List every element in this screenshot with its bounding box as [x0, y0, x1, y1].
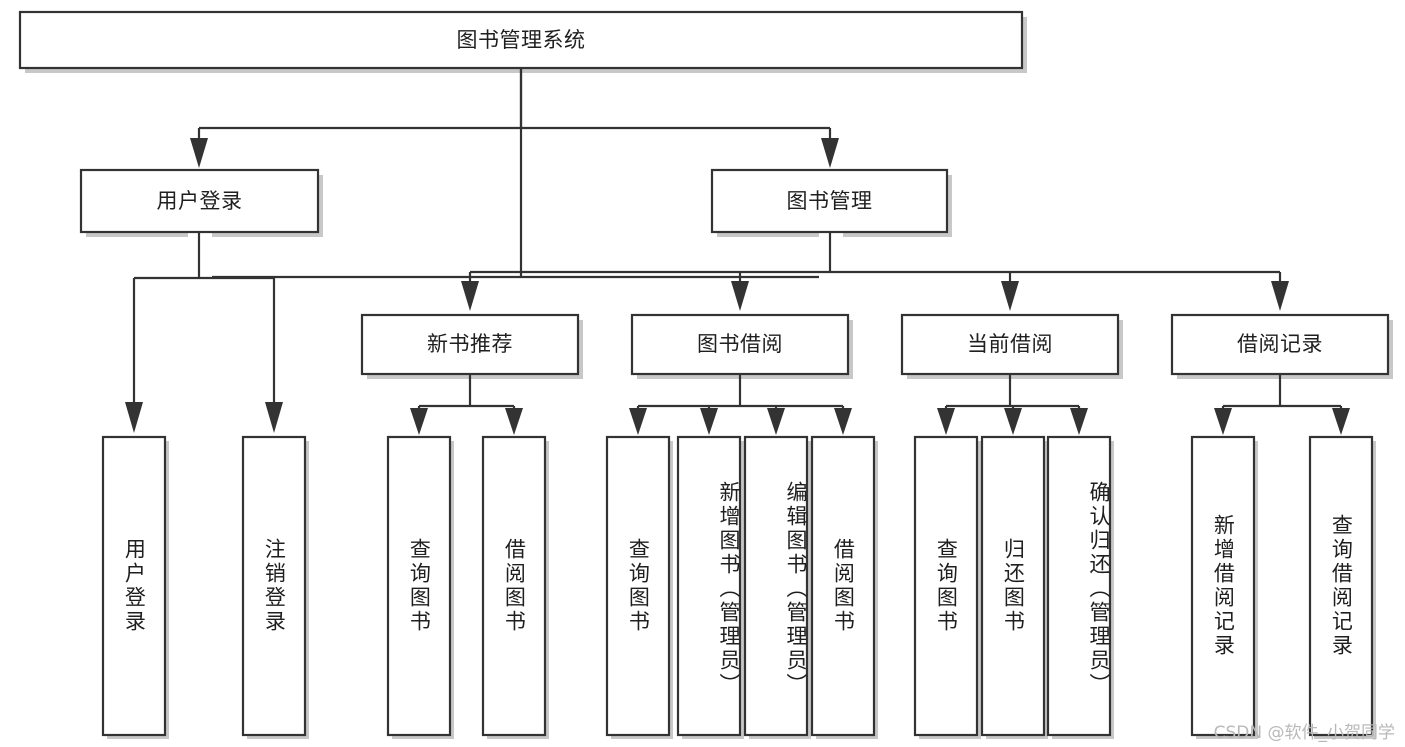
connector-currentborrow-to-leaves [937, 374, 1088, 435]
node-boxes [18, 10, 1390, 737]
connector-bookmanage-to-level3 [461, 232, 1289, 311]
node-user-login-box[interactable] [79, 168, 320, 234]
connector-newbook-to-leaves [410, 374, 523, 435]
node-leaf-edit-book-box[interactable] [743, 435, 809, 737]
csdn-watermark: CSDN @软件_小贺同学 [1213, 723, 1395, 743]
node-leaf-borrow-book-1-box[interactable] [481, 435, 547, 737]
node-book-manage-box[interactable] [710, 168, 949, 234]
node-leaf-logout-box[interactable] [241, 435, 307, 737]
node-current-borrow-box[interactable] [900, 313, 1120, 376]
node-leaf-add-book-box[interactable] [676, 435, 742, 737]
node-leaf-query-book-3-box[interactable] [913, 435, 979, 737]
node-leaf-add-record-box[interactable] [1190, 435, 1256, 737]
node-leaf-user-login-box[interactable] [101, 435, 167, 737]
connector-bookborrow-to-leaves [629, 374, 852, 435]
node-leaf-query-book-2-box[interactable] [605, 435, 671, 737]
connector-borrowrecord-to-leaves [1214, 374, 1350, 435]
node-book-borrow-box[interactable] [630, 313, 850, 376]
connector-booklogin-to-leaves [125, 232, 283, 433]
node-leaf-return-book-box[interactable] [980, 435, 1046, 737]
node-leaf-query-book-1-box[interactable] [386, 435, 452, 737]
node-root-box[interactable] [18, 10, 1024, 70]
node-new-book-recommend-box[interactable] [360, 313, 580, 376]
node-leaf-confirm-return-box[interactable] [1046, 435, 1112, 737]
node-leaf-borrow-book-2-box[interactable] [810, 435, 876, 737]
node-leaf-query-record-box[interactable] [1308, 435, 1374, 737]
node-borrow-record-box[interactable] [1170, 313, 1390, 376]
